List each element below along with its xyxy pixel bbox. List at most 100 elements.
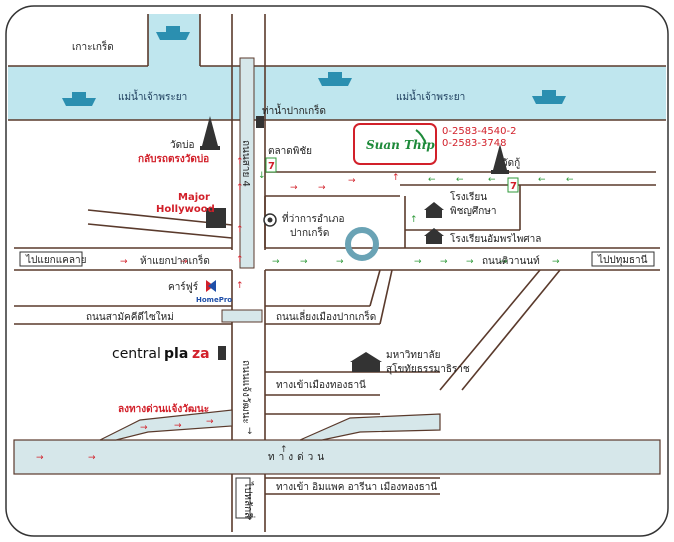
label-uturn-wat-bo: กลับรถตรงวัดบ่อ: [138, 153, 209, 165]
svg-text:←: ←: [456, 175, 464, 185]
label-university-2: สุโขทัยธรรมาธิราช: [386, 362, 470, 375]
label-samakkhi-rd: ถนนสามัคคีดีไซใหม่: [86, 311, 174, 323]
label-university-1: มหาวิทยาลัย: [386, 350, 440, 361]
district-office-icon: [263, 213, 277, 227]
svg-text:↑: ↑: [236, 281, 244, 291]
label-wat-ku: วัดกู้: [502, 157, 520, 169]
label-district-office-1: ที่ว่าการอำเภอ: [282, 211, 345, 225]
svg-text:→: →: [206, 417, 214, 427]
label-impact-entry: ทางเข้า อิมแพค อารีนา เมืองทองธานี: [276, 481, 437, 493]
direction-arrows: → → → ↑ ← ← ← ← ← ↑ ↑ ↑ ↑ ↑ ↓ → → → → → …: [36, 157, 574, 523]
svg-text:↓: ↓: [258, 171, 266, 181]
expressway-ramp-left: [99, 409, 233, 441]
svg-text:→: →: [120, 257, 128, 267]
river: [8, 66, 666, 120]
loop-overpass: [345, 227, 379, 261]
label-market: ตลาดพิชัย: [268, 146, 312, 157]
svg-text:→: →: [300, 257, 308, 267]
label-chaengwattana-rd: ถนนแจ้งวัฒนะ: [240, 360, 252, 424]
svg-text:↑: ↑: [280, 445, 288, 455]
label-major-hollywood-2: Hollywood: [156, 204, 215, 215]
sign-to-khae-lai: ไปแยกแคลาย: [19, 251, 86, 267]
expressway-ramp-right: [299, 413, 441, 441]
svg-text:→: →: [180, 257, 188, 267]
label-pier: ท่าน้ำปากเกร็ด: [262, 103, 326, 117]
svg-text:→: →: [414, 257, 422, 267]
svg-text:↑: ↑: [236, 225, 244, 235]
svg-text:→: →: [272, 257, 280, 267]
university-icon: [350, 352, 382, 372]
label-central-a: central: [112, 346, 161, 362]
svg-text:7: 7: [268, 161, 275, 172]
svg-text:↑: ↑: [392, 173, 400, 183]
svg-text:→: →: [140, 423, 148, 433]
boat-icon: [156, 26, 190, 40]
svg-text:ไปแยกแคลาย: ไปแยกแคลาย: [25, 254, 86, 266]
label-school-1a: โรงเรียน: [450, 190, 487, 203]
label-carrefour: คาร์ฟูร์: [168, 281, 199, 293]
svg-text:↑: ↑: [236, 157, 244, 167]
pier-box: [256, 116, 264, 128]
seven-eleven-icon: 7: [507, 177, 519, 193]
road-4-median: [239, 57, 255, 269]
label-koh-kret: เกาะเกร็ด: [72, 39, 114, 53]
svg-text:←: ←: [488, 175, 496, 185]
label-central-c: za: [192, 346, 210, 362]
boat-icon: [318, 72, 352, 86]
seven-eleven-icon: 7: [265, 157, 277, 173]
svg-text:→: →: [88, 453, 96, 463]
svg-text:↓: ↓: [246, 427, 254, 437]
label-muang-thong-entry: ทางเข้าเมืองทองธานี: [276, 379, 366, 391]
label-river-2: แม่น้ำเจ้าพระยา: [396, 89, 465, 103]
svg-text:ไปหลักสี่: ไปหลักสี่: [242, 481, 256, 518]
label-major-hollywood-1: Major: [178, 192, 210, 203]
label-homepro: HomePro: [196, 296, 232, 304]
boat-icon: [532, 90, 566, 104]
school-icon: [424, 202, 444, 218]
central-plaza-box: [218, 346, 226, 360]
svg-text:↑: ↑: [236, 183, 244, 193]
diagonal-road-3: [461, 269, 561, 391]
label-river-1: แม่น้ำเจ้าพระยา: [118, 89, 187, 103]
label-to-chaengwattana: ลงทางด่วนแจ้งวัฒนะ: [118, 403, 209, 415]
label-school-2: โรงเรียนอัมพรไพศาล: [450, 232, 541, 245]
expressway: [13, 439, 661, 475]
svg-text:→: →: [552, 257, 560, 267]
svg-text:→: →: [466, 257, 474, 267]
svg-text:→: →: [290, 183, 298, 193]
hollywood-road-2: [87, 223, 233, 239]
label-tiwanon-rd: ถนนติวานนท์: [482, 255, 540, 267]
label-district-office-2: ปากเกร็ด: [290, 225, 329, 239]
school-icon: [424, 228, 444, 244]
suan-thip-logo: Suan Thip: [353, 123, 437, 165]
label-bypass-rd: ถนนเลี่ยงเมืองปากเกร็ด: [276, 309, 376, 323]
svg-text:Suan Thip: Suan Thip: [366, 138, 435, 152]
temple-icon: [491, 144, 509, 174]
svg-text:←: ←: [428, 175, 436, 185]
svg-text:→: →: [348, 176, 356, 186]
label-pakkret-junction: ห้าแยกปากเกร็ด: [140, 253, 210, 267]
svg-text:↑: ↑: [236, 255, 244, 265]
svg-text:←: ←: [538, 175, 546, 185]
major-hollywood-box: [206, 208, 226, 228]
svg-text:→: →: [36, 453, 44, 463]
diagonal-road-1: [379, 269, 393, 325]
carrefour-icon: [206, 280, 216, 292]
sign-to-pathum-thani: ไปปทุมธานี: [591, 251, 655, 267]
diagonal-road-2: [439, 269, 541, 391]
svg-text:→: →: [440, 257, 448, 267]
svg-text:→: →: [318, 183, 326, 193]
map-frame: [5, 5, 669, 537]
svg-text:↑: ↑: [410, 215, 418, 225]
boat-icon: [62, 92, 96, 106]
label-expressway: ทางด่วน: [268, 452, 328, 463]
phone-1: 0-2583-4540-2: [442, 126, 516, 137]
svg-text:→: →: [174, 421, 182, 431]
svg-text:7: 7: [510, 181, 517, 192]
label-school-1b: พิชญศึกษา: [450, 205, 497, 217]
svg-text:→: →: [336, 257, 344, 267]
junction-box: [221, 309, 263, 323]
label-road-4: ถนนสาย 4: [240, 140, 251, 187]
phone-2: 0-2583-3748: [442, 138, 506, 149]
